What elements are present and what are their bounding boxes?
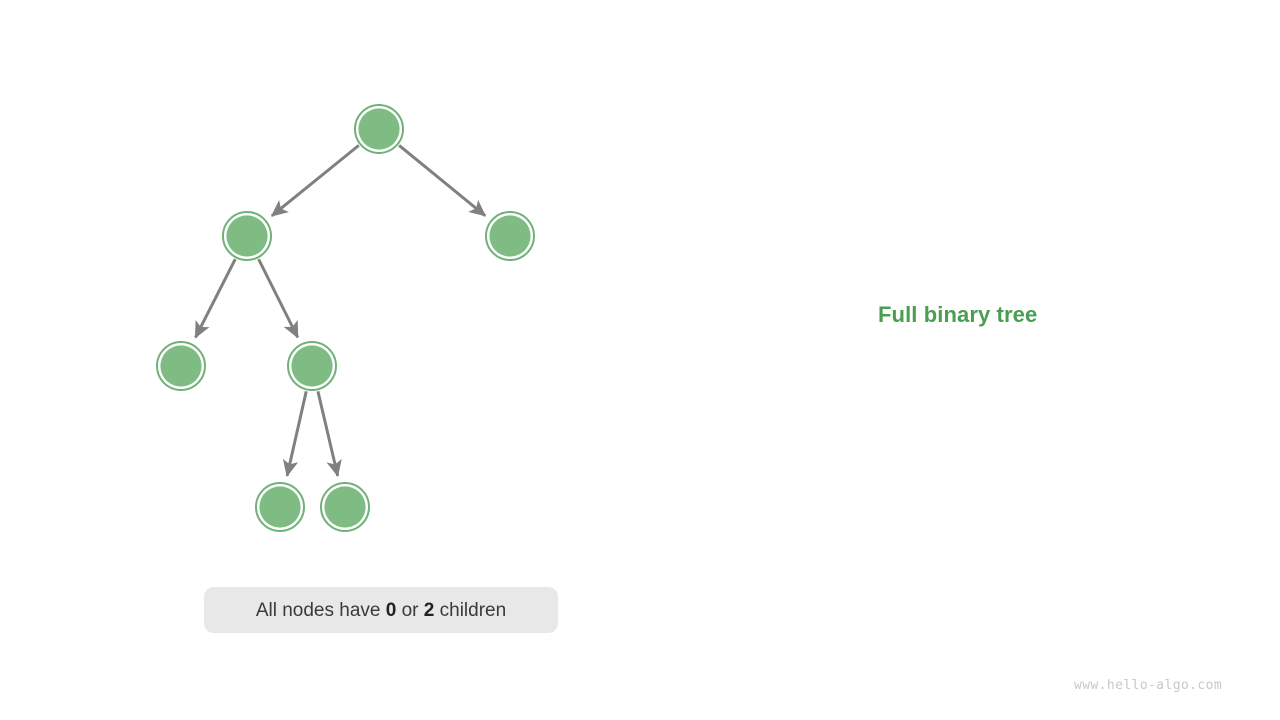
caption-text: All nodes have 0 or 2 children	[256, 601, 506, 620]
site-watermark: www.hello-algo.com	[1074, 678, 1223, 693]
tree-edge	[398, 144, 487, 217]
node-outer-ring	[354, 104, 404, 154]
node-fill	[259, 486, 301, 528]
tree-node	[156, 341, 206, 391]
tree-node	[255, 482, 305, 532]
node-fill	[226, 215, 268, 257]
tree-edge	[316, 390, 342, 478]
node-outer-ring	[156, 341, 206, 391]
caption-count-two: 2	[423, 599, 435, 621]
node-fill	[489, 215, 531, 257]
tree-edge	[194, 258, 237, 339]
node-gap-ring	[356, 106, 402, 152]
tree-node	[287, 341, 337, 391]
node-outer-ring	[287, 341, 337, 391]
tree-node	[354, 104, 404, 154]
caption-count-zero: 0	[385, 599, 397, 621]
node-fill	[291, 345, 333, 387]
tree-node	[222, 211, 272, 261]
node-gap-ring	[487, 213, 533, 259]
node-fill	[358, 108, 400, 150]
node-fill	[324, 486, 366, 528]
tree-node	[320, 482, 370, 532]
node-layer	[156, 104, 535, 532]
node-outer-ring	[320, 482, 370, 532]
caption-middle: or	[396, 599, 424, 621]
tree-edge	[257, 258, 300, 339]
tree-edge	[270, 144, 360, 218]
node-outer-ring	[222, 211, 272, 261]
node-gap-ring	[158, 343, 204, 389]
caption-prefix: All nodes have	[255, 599, 386, 621]
edge-layer	[194, 144, 487, 478]
node-fill	[160, 345, 202, 387]
tree-edge	[282, 391, 308, 477]
node-gap-ring	[224, 213, 270, 259]
node-gap-ring	[289, 343, 335, 389]
node-gap-ring	[322, 484, 368, 530]
caption-suffix: children	[434, 599, 507, 621]
page-title: Full binary tree	[878, 302, 1038, 327]
caption-badge: All nodes have 0 or 2 children	[204, 587, 558, 633]
node-outer-ring	[485, 211, 535, 261]
tree-node	[485, 211, 535, 261]
node-gap-ring	[257, 484, 303, 530]
node-outer-ring	[255, 482, 305, 532]
